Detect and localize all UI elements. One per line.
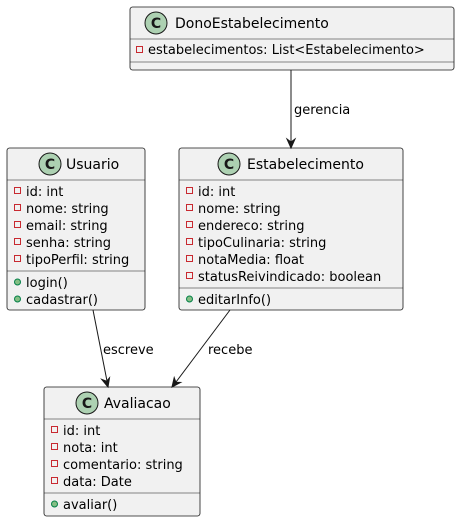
class-attribute: statusReivindicado: boolean (198, 270, 381, 285)
class-estabelecimento: C Estabelecimento id: int nome: string e… (178, 147, 404, 311)
class-usuario: C Usuario id: int nome: string email: st… (6, 147, 146, 311)
class-attribute: estabelecimentos: List<Estabelecimento> (148, 43, 425, 58)
class-method: avaliar() (63, 498, 117, 513)
private-visibility-icon (186, 204, 193, 211)
class-box (129, 6, 455, 71)
class-stereotype-icon (38, 152, 62, 176)
arrowhead-icon (100, 376, 111, 389)
private-visibility-icon (186, 238, 193, 245)
class-method: login() (26, 276, 68, 291)
class-stereotype-letter: C (151, 16, 161, 32)
class-attribute: id: int (26, 185, 63, 200)
class-attribute: id: int (198, 185, 235, 200)
relation-label: escreve (103, 343, 154, 358)
class-attribute: id: int (63, 424, 100, 439)
class-attribute: data: Date (63, 475, 132, 490)
class-attribute: notaMedia: float (198, 253, 304, 268)
relation-recebe: recebe (171, 309, 252, 388)
public-visibility-icon (14, 278, 21, 286)
arrowhead-icon (171, 375, 183, 388)
class-name: Avaliacao (104, 396, 171, 412)
class-stereotype-icon (144, 11, 168, 35)
class-stereotype-letter: C (82, 396, 92, 412)
class-attribute: tipoPerfil: string (26, 253, 129, 268)
private-visibility-icon (136, 46, 143, 53)
private-visibility-icon (14, 238, 21, 245)
private-visibility-icon (14, 255, 21, 262)
private-visibility-icon (186, 221, 193, 228)
class-name: Estabelecimento (247, 157, 364, 173)
relation-label: gerencia (294, 103, 350, 118)
private-visibility-icon (186, 272, 193, 279)
private-visibility-icon (51, 443, 58, 450)
class-method: editarInfo() (198, 293, 271, 308)
class-stereotype-letter: C (45, 157, 55, 173)
relation-gerencia: gerencia (285, 70, 350, 150)
class-attribute: senha: string (26, 236, 111, 251)
class-method: cadastrar() (26, 293, 98, 308)
relation-line (175, 309, 231, 383)
class-attribute: tipoCulinaria: string (198, 236, 326, 251)
class-stereotype-icon (75, 391, 99, 415)
relation-label: recebe (208, 343, 252, 358)
class-box (6, 147, 146, 311)
arrowhead-icon (285, 137, 297, 150)
relation-line (92, 309, 108, 382)
private-visibility-icon (14, 187, 21, 194)
class-attribute: nome: string (26, 202, 109, 217)
class-dono-estabelecimento: C DonoEstabelecimento estabelecimentos: … (129, 6, 455, 71)
class-attribute: endereco: string (198, 219, 304, 234)
class-attribute: nota: int (63, 441, 118, 456)
private-visibility-icon (14, 221, 21, 228)
private-visibility-icon (51, 477, 58, 484)
private-visibility-icon (186, 255, 193, 262)
class-attribute: comentario: string (63, 458, 183, 473)
class-avaliacao: C Avaliacao id: int nota: int comentario… (43, 386, 201, 517)
class-stereotype-letter: C (224, 157, 234, 173)
class-name: DonoEstabelecimento (175, 16, 329, 32)
public-visibility-icon (186, 295, 193, 303)
public-visibility-icon (51, 500, 58, 508)
private-visibility-icon (186, 187, 193, 194)
class-stereotype-icon (217, 152, 241, 176)
class-name: Usuario (66, 157, 119, 173)
class-attribute: nome: string (198, 202, 281, 217)
private-visibility-icon (51, 426, 58, 433)
private-visibility-icon (14, 204, 21, 211)
class-attribute: email: string (26, 219, 108, 234)
private-visibility-icon (51, 460, 58, 467)
relation-escreve: escreve (92, 309, 154, 389)
public-visibility-icon (14, 295, 21, 303)
